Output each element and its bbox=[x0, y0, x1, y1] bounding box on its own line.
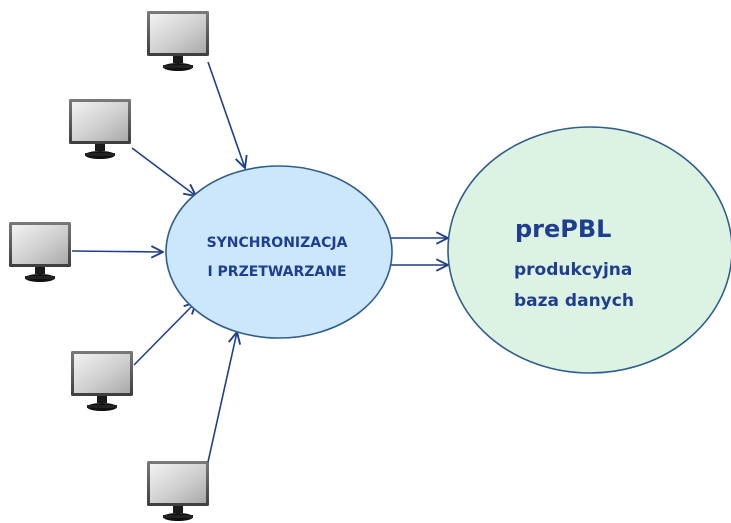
sync-node-label-line1: SYNCHRONIZACJA bbox=[207, 235, 348, 251]
monitor-icon bbox=[9, 222, 71, 282]
database-node-label-line2: baza danych bbox=[514, 291, 634, 311]
database-node-label-line1: produkcyjna bbox=[514, 260, 632, 280]
client-monitor-4 bbox=[71, 351, 133, 411]
monitor-icon bbox=[147, 11, 209, 71]
sync-node-label-line2: I PRZETWARZANE bbox=[207, 264, 346, 280]
client-monitor-2 bbox=[69, 99, 131, 159]
client-monitor-5 bbox=[147, 461, 209, 521]
arrow-client2-to-sync bbox=[131, 147, 196, 196]
arrow-client1-to-sync bbox=[207, 61, 245, 168]
arrow-client5-to-sync bbox=[207, 332, 237, 463]
sync-node: SYNCHRONIZACJA I PRZETWARZANE bbox=[165, 165, 393, 339]
monitor-icon bbox=[147, 461, 209, 521]
arrow-client3-to-sync bbox=[71, 251, 163, 252]
monitor-icon bbox=[69, 99, 131, 159]
database-node: prePBL produkcyjna baza danych bbox=[447, 126, 731, 374]
monitor-icon bbox=[71, 351, 133, 411]
database-node-title: prePBL bbox=[515, 215, 611, 243]
client-monitor-3 bbox=[9, 222, 71, 282]
arrow-client4-to-sync bbox=[133, 302, 196, 366]
client-monitor-1 bbox=[147, 11, 209, 71]
